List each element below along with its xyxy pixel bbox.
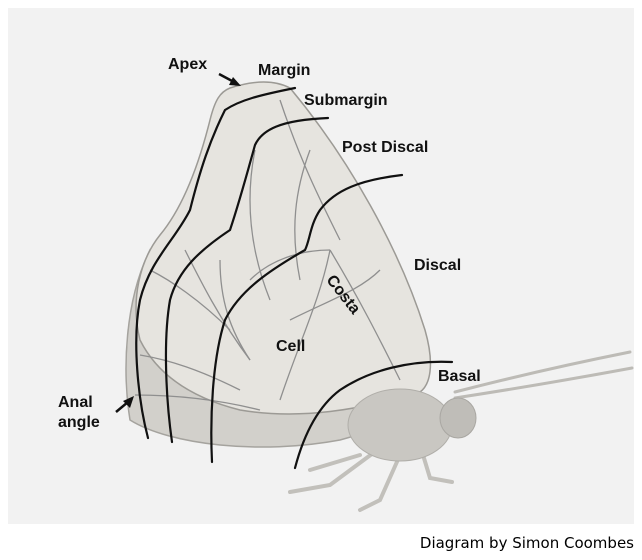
label-anal: Anal — [58, 394, 93, 412]
label-margin: Margin — [258, 62, 310, 80]
label-angle: angle — [58, 414, 100, 432]
butterfly-body — [348, 389, 452, 461]
label-basal: Basal — [438, 368, 481, 386]
label-apex: Apex — [168, 56, 207, 74]
label-submargin: Submargin — [304, 92, 388, 110]
butterfly-head — [440, 398, 476, 438]
label-discal: Discal — [414, 257, 461, 275]
credit-text: Diagram by Simon Coombes — [420, 534, 634, 552]
label-post-discal: Post Discal — [342, 139, 428, 157]
label-cell: Cell — [276, 338, 305, 356]
